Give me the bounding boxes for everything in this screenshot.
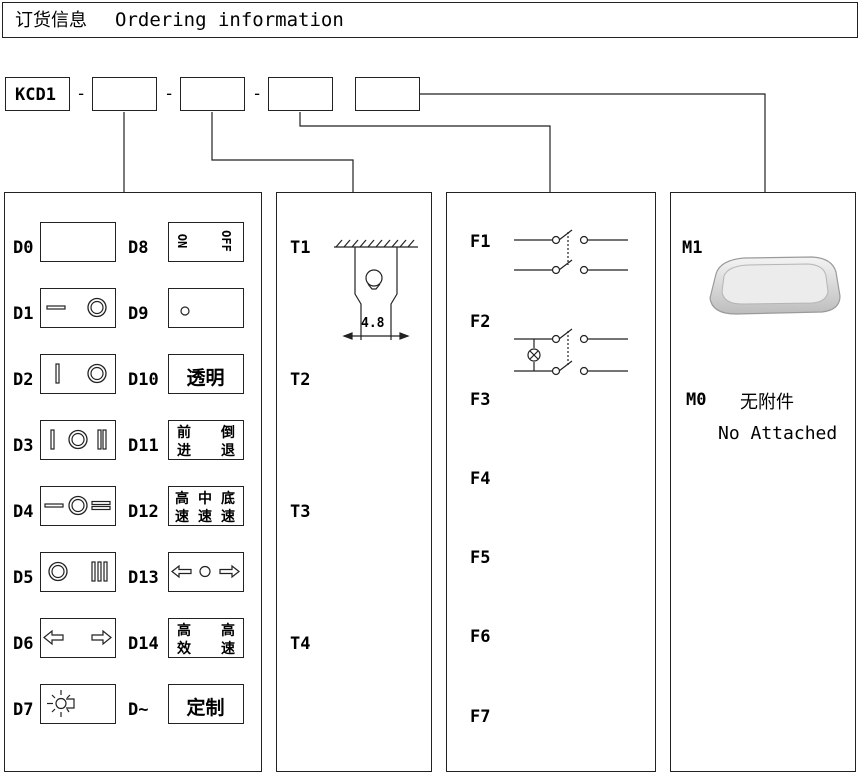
symbol-d3[interactable] <box>40 420 116 460</box>
text-transparent: 透明 <box>186 367 225 389</box>
separator-3: - <box>252 84 263 104</box>
lamp-icon <box>47 690 75 717</box>
switch-f1-icon <box>514 229 628 275</box>
arrow-circle-arrow-icon <box>171 564 240 579</box>
dash-circle-equals-icon <box>44 495 111 516</box>
label-d9: D9 <box>128 304 149 324</box>
symbol-d9[interactable] <box>168 288 244 328</box>
label-d11: D11 <box>128 436 159 456</box>
label-f3: F3 <box>470 390 491 410</box>
symbol-d4[interactable] <box>40 486 116 526</box>
symbol-d0[interactable] <box>40 222 116 262</box>
label-d4: D4 <box>13 502 34 522</box>
text-di: 底 <box>221 491 235 507</box>
symbol-d1[interactable] <box>40 288 116 328</box>
symbol-d12[interactable]: 高 中 底 速 速 速 <box>168 486 244 526</box>
header-bar: 订货信息 Ordering information <box>2 2 858 38</box>
label-d8: D8 <box>128 238 149 258</box>
text-su-1: 速 <box>175 509 189 525</box>
small-circle-icon <box>180 306 190 316</box>
left-right-arrows-icon <box>43 629 112 646</box>
dash-circle-icon <box>46 297 107 318</box>
off-text: OFF <box>218 230 233 252</box>
transparent-cover-icon <box>709 256 841 315</box>
terminal-tab-icon <box>334 239 418 340</box>
label-d13: D13 <box>128 568 159 588</box>
label-t1: T1 <box>290 238 311 258</box>
label-f2: F2 <box>470 312 491 332</box>
text-dao: 倒 <box>221 425 235 441</box>
label-t3: T3 <box>290 502 311 522</box>
label-m1: M1 <box>682 238 703 258</box>
title-cn: 订货信息 <box>15 10 87 31</box>
label-d2: D2 <box>13 370 34 390</box>
label-d0: D0 <box>13 238 34 258</box>
text-jin: 进 <box>177 443 191 459</box>
column-terminals <box>276 192 432 772</box>
switch-f2-icon <box>514 328 628 376</box>
symbol-d5[interactable] <box>40 552 116 592</box>
label-d3: D3 <box>13 436 34 456</box>
column-functions <box>446 192 656 772</box>
label-d1: D1 <box>13 304 34 324</box>
text-su: 速 <box>221 641 235 657</box>
code-slot-4[interactable] <box>355 77 420 111</box>
label-d10: D10 <box>128 370 159 390</box>
text-custom: 定制 <box>186 697 225 719</box>
no-attached-cn: 无附件 <box>740 392 794 413</box>
on-text: ON <box>175 233 190 249</box>
label-m0: M0 <box>686 390 707 410</box>
code-slot-2[interactable] <box>180 77 245 111</box>
text-tui: 退 <box>221 443 235 459</box>
code-prefix: KCD1 <box>15 85 56 105</box>
text-gao-2: 高 <box>221 623 235 639</box>
label-d-custom: D~ <box>128 700 149 720</box>
label-f1: F1 <box>470 232 491 252</box>
symbol-d8[interactable]: ON OFF <box>168 222 244 262</box>
label-d7: D7 <box>13 700 34 720</box>
label-f5: F5 <box>470 548 491 568</box>
text-gao-1: 高 <box>177 623 191 639</box>
label-t2: T2 <box>290 370 311 390</box>
symbol-d14[interactable]: 高 高 效 速 <box>168 618 244 658</box>
title-en: Ordering information <box>115 9 344 31</box>
circle-triple-bar-icon <box>48 561 108 582</box>
code-slot-1[interactable] <box>92 77 157 111</box>
symbol-d10[interactable]: 透明 <box>168 354 244 394</box>
text-qian: 前 <box>177 425 191 441</box>
code-prefix-box: KCD1 <box>5 77 70 111</box>
label-f4: F4 <box>470 469 491 489</box>
label-t4: T4 <box>290 634 311 654</box>
symbol-d11[interactable]: 前 倒 进 退 <box>168 420 244 460</box>
separator-1: - <box>76 84 87 104</box>
symbol-d7[interactable] <box>40 684 116 724</box>
symbol-d-custom[interactable]: 定制 <box>168 684 244 724</box>
bar-circle-icon <box>55 363 107 384</box>
symbol-d13[interactable] <box>168 552 244 592</box>
text-xiao: 效 <box>177 641 191 657</box>
symbol-d2[interactable] <box>40 354 116 394</box>
text-zhong: 中 <box>198 491 212 507</box>
dimension-label: 4.8 <box>361 316 385 331</box>
code-slot-3[interactable] <box>268 77 333 111</box>
separator-2: - <box>164 84 175 104</box>
text-su-2: 速 <box>198 509 212 525</box>
label-d12: D12 <box>128 502 159 522</box>
label-f6: F6 <box>470 627 491 647</box>
text-su-3: 速 <box>221 509 235 525</box>
label-d6: D6 <box>13 634 34 654</box>
symbol-d6[interactable] <box>40 618 116 658</box>
label-d14: D14 <box>128 634 159 654</box>
label-f7: F7 <box>470 707 491 727</box>
text-gao: 高 <box>175 491 189 507</box>
no-attached-en: No Attached <box>718 423 838 444</box>
label-d5: D5 <box>13 568 34 588</box>
bar-circle-double-bar-icon <box>50 429 107 450</box>
